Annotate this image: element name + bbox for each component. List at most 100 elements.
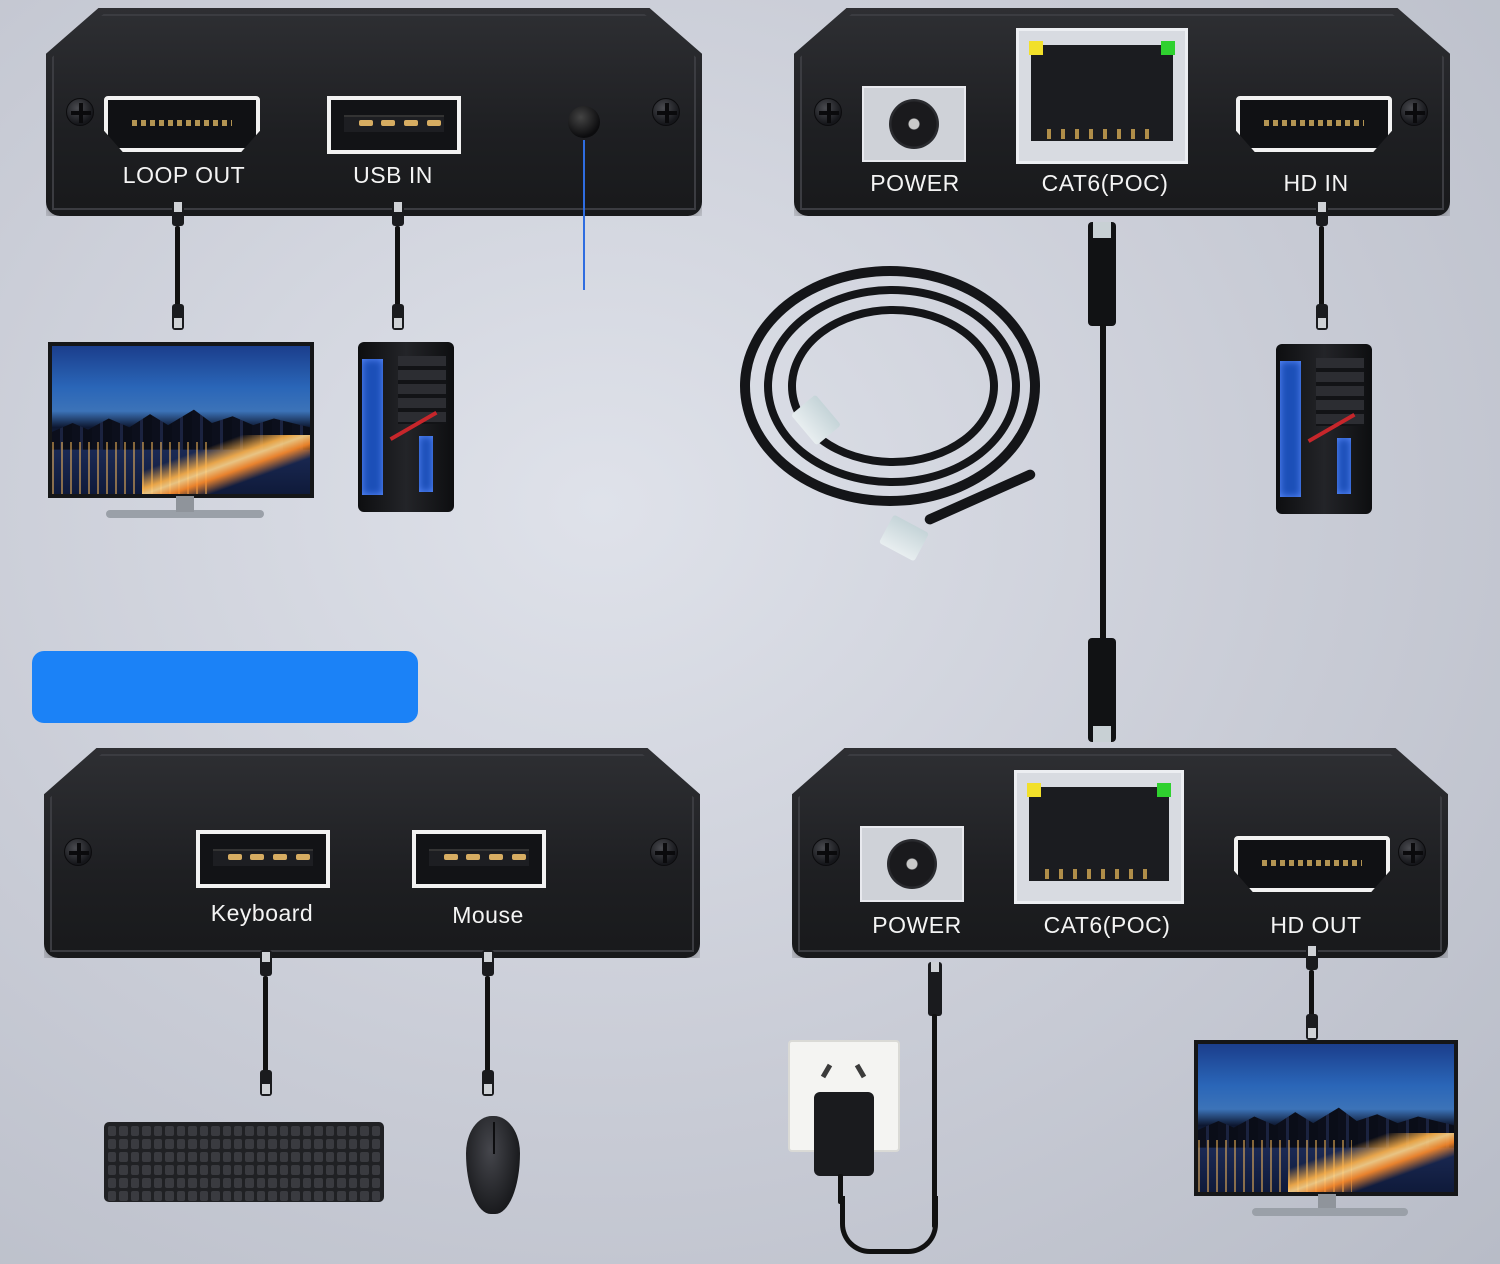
- usb-in-port[interactable]: [327, 96, 461, 154]
- key-cap: [245, 1191, 254, 1201]
- key-cap: [176, 1126, 186, 1136]
- screw-icon: [1400, 98, 1428, 126]
- keyboard-port[interactable]: [196, 830, 330, 888]
- panel-border: [800, 14, 1444, 210]
- key-cap: [348, 1126, 358, 1136]
- key-cap: [256, 1165, 266, 1175]
- screw-icon: [650, 838, 678, 866]
- key-cap: [360, 1178, 369, 1188]
- key-cap: [245, 1139, 254, 1149]
- key-cap: [222, 1178, 232, 1188]
- key-cap: [314, 1139, 323, 1149]
- key-cap: [314, 1191, 323, 1201]
- key-cap: [256, 1178, 266, 1188]
- key-cap: [245, 1126, 254, 1136]
- usb-cable: [263, 976, 268, 1072]
- key-cap: [165, 1165, 174, 1175]
- cat6-port[interactable]: [1014, 770, 1184, 904]
- key-cap: [130, 1191, 140, 1201]
- key-cap: [291, 1152, 300, 1162]
- hd-out-label: HD OUT: [1270, 912, 1362, 938]
- key-cap: [222, 1126, 232, 1136]
- key-cap: [279, 1152, 289, 1162]
- key-cap: [314, 1126, 323, 1136]
- key-cap: [268, 1165, 277, 1175]
- monitor-neck: [1318, 1194, 1336, 1210]
- dc-plug-icon: [928, 962, 942, 1016]
- link-led-icon: [1029, 41, 1043, 55]
- screw-icon: [64, 838, 92, 866]
- key-cap: [291, 1178, 300, 1188]
- key-cap: [211, 1178, 220, 1188]
- key-cap: [153, 1178, 163, 1188]
- power-port[interactable]: [862, 86, 966, 162]
- panel-border: [798, 754, 1442, 952]
- key-cap: [279, 1165, 289, 1175]
- key-cap: [371, 1191, 380, 1201]
- ethernet-cable: [1100, 324, 1106, 640]
- key-cap: [119, 1178, 128, 1188]
- loop-out-port[interactable]: [104, 96, 260, 152]
- key-cap: [360, 1126, 369, 1136]
- mouse-label: Mouse: [452, 902, 524, 928]
- monitor-stand: [106, 510, 264, 518]
- key-cap: [245, 1152, 254, 1162]
- key-cap: [234, 1139, 243, 1149]
- monitor-neck: [176, 496, 194, 512]
- power-port[interactable]: [860, 826, 964, 902]
- key-cap: [360, 1165, 369, 1175]
- key-cap: [268, 1152, 277, 1162]
- key-cap: [279, 1191, 289, 1201]
- key-cap: [337, 1139, 346, 1149]
- key-cap: [199, 1178, 209, 1188]
- activity-led-icon: [1161, 41, 1175, 55]
- mouse-port[interactable]: [412, 830, 546, 888]
- key-cap: [256, 1126, 266, 1136]
- monitor-stand: [1252, 1208, 1408, 1216]
- key-cap: [188, 1139, 197, 1149]
- key-cap: [211, 1126, 220, 1136]
- hd-in-port[interactable]: [1236, 96, 1392, 152]
- key-cap: [153, 1191, 163, 1201]
- cat6-port[interactable]: [1016, 28, 1188, 164]
- key-cap: [371, 1178, 380, 1188]
- receiver-video-panel: POWER CAT6(POC) HD OUT: [792, 748, 1448, 958]
- key-cap: [234, 1126, 243, 1136]
- key-cap: [119, 1152, 128, 1162]
- key-cap: [325, 1191, 335, 1201]
- key-cap: [176, 1139, 186, 1149]
- key-cap: [211, 1191, 220, 1201]
- key-cap: [348, 1139, 358, 1149]
- key-cap: [325, 1152, 335, 1162]
- key-cap: [371, 1165, 380, 1175]
- usb-plug-icon: [260, 1070, 272, 1096]
- key-cap: [142, 1139, 151, 1149]
- key-cap: [348, 1178, 358, 1188]
- keyboard-label: Keyboard: [210, 900, 314, 926]
- key-cap: [142, 1165, 151, 1175]
- key-cap: [222, 1152, 232, 1162]
- key-cap: [302, 1191, 312, 1201]
- pointer-line: [583, 140, 585, 290]
- key-cap: [142, 1152, 151, 1162]
- panel-border: [50, 754, 694, 952]
- key-cap: [325, 1165, 335, 1175]
- key-cap: [199, 1165, 209, 1175]
- key-cap: [222, 1165, 232, 1175]
- key-cap: [130, 1152, 140, 1162]
- key-cap: [337, 1178, 346, 1188]
- key-cap: [302, 1139, 312, 1149]
- key-cap: [188, 1152, 197, 1162]
- ethernet-plug-icon: [1088, 638, 1116, 742]
- mouse-icon: [466, 1116, 520, 1214]
- key-cap: [199, 1152, 209, 1162]
- key-cap: [119, 1165, 128, 1175]
- keyboard-icon: [104, 1122, 384, 1202]
- hd-out-port[interactable]: [1234, 836, 1390, 892]
- key-cap: [108, 1152, 117, 1162]
- indicator-led-icon: [568, 106, 600, 138]
- screw-icon: [812, 838, 840, 866]
- key-cap: [234, 1165, 243, 1175]
- key-cap: [348, 1152, 358, 1162]
- key-cap: [222, 1139, 232, 1149]
